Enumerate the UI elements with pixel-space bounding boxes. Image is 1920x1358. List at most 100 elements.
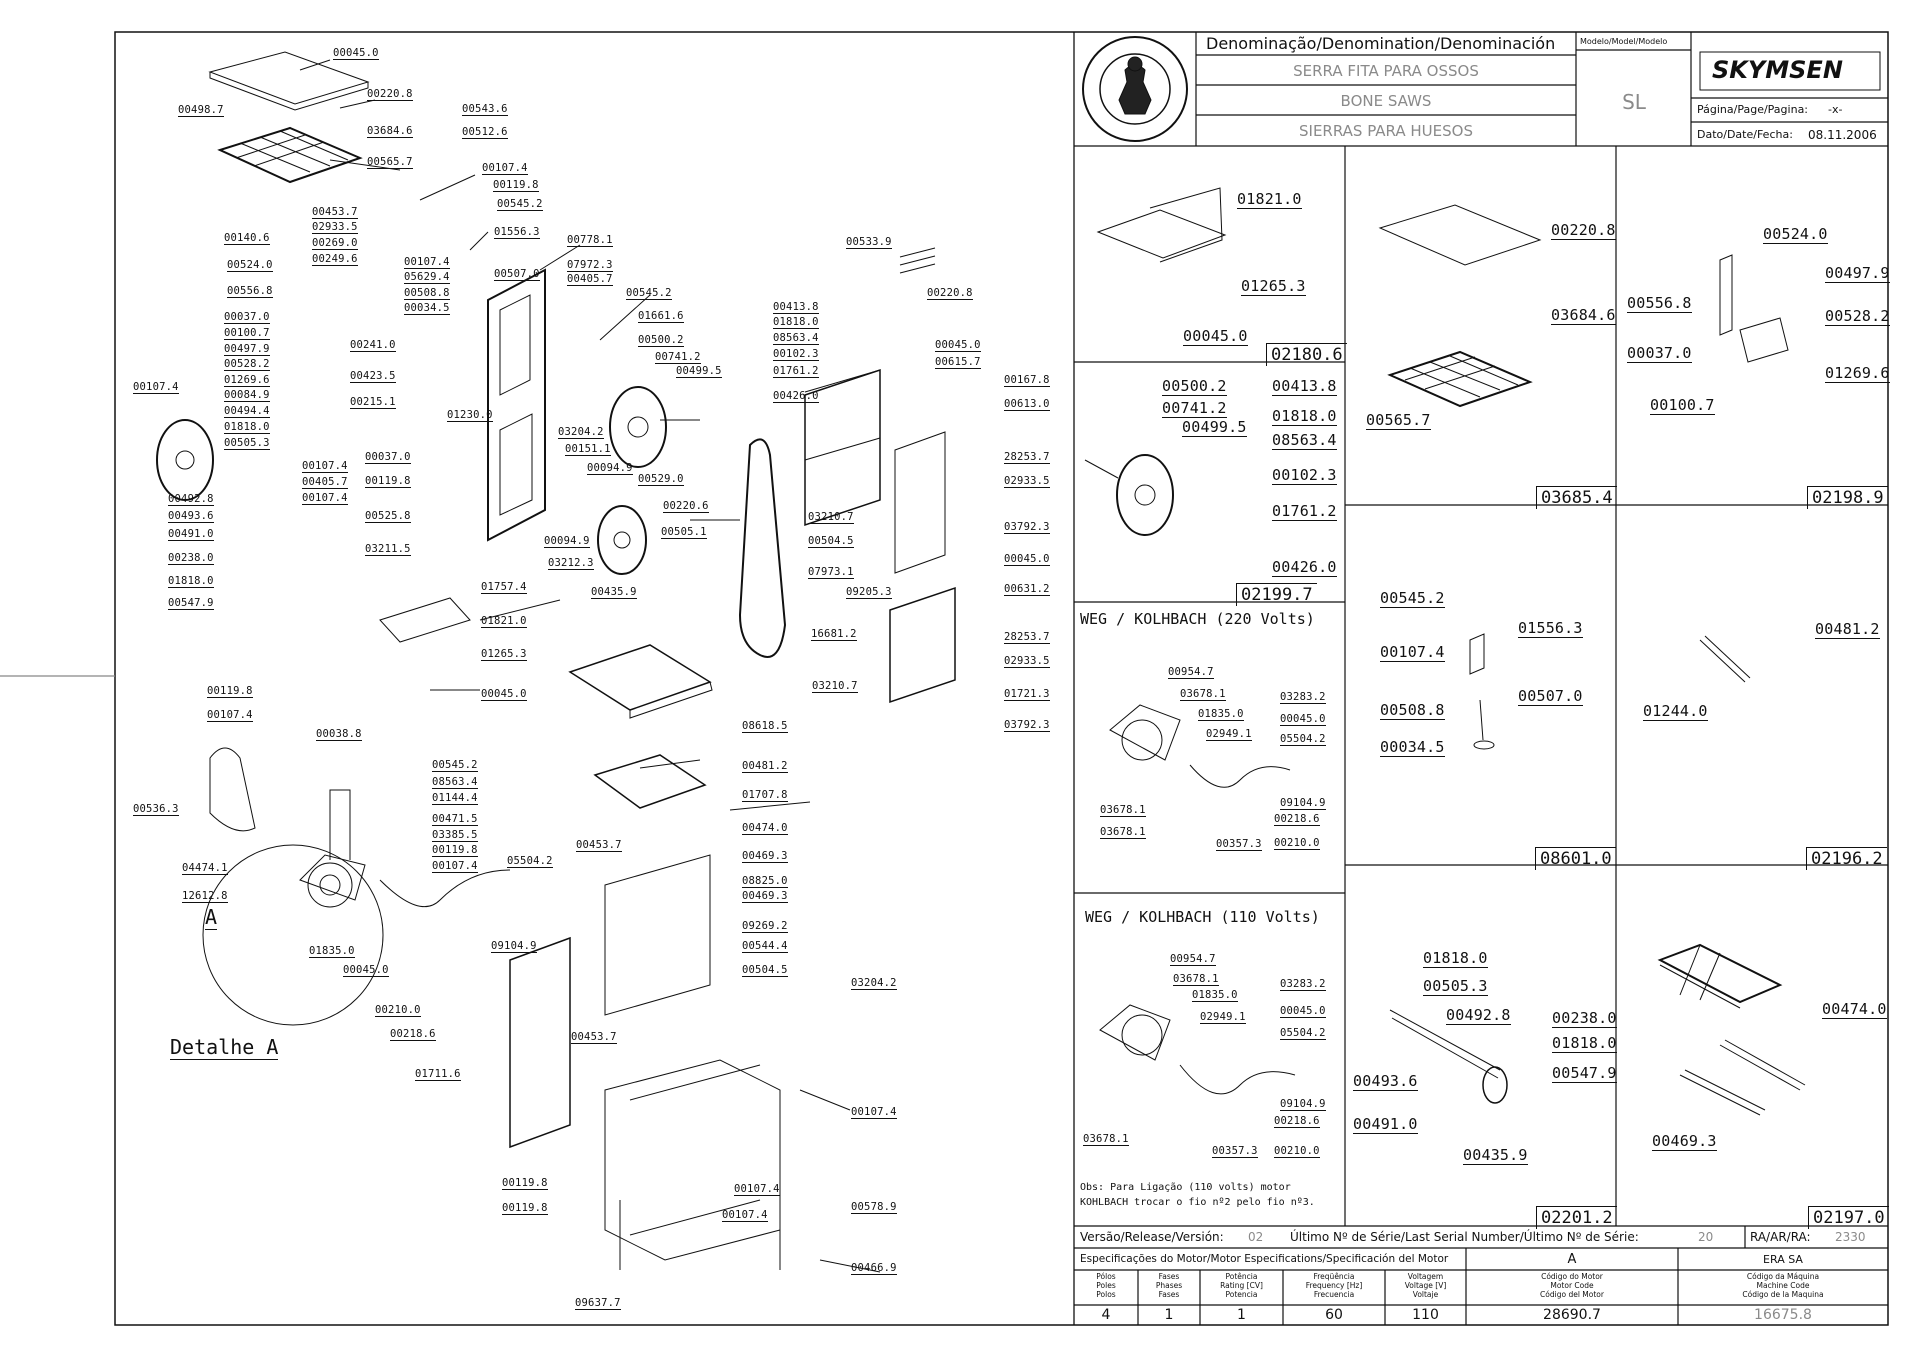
part-label: 00107.4 [133, 381, 179, 394]
part-label: 09104.9 [491, 940, 537, 953]
part-label: 00505.1 [661, 526, 707, 539]
panel-part-label: 01818.0 [1423, 949, 1488, 968]
part-label: 02933.5 [1004, 655, 1050, 668]
panel-part-label: 00524.0 [1763, 225, 1828, 244]
panel-part-label: 01265.3 [1241, 277, 1306, 296]
part-label: 00107.4 [734, 1183, 780, 1196]
part-label: 00037.0 [224, 311, 270, 324]
part-label: 00151.1 [565, 443, 611, 456]
panel-code: 02201.2 [1536, 1206, 1617, 1229]
part-label: 00491.0 [168, 528, 214, 541]
part-label: 00094.9 [544, 535, 590, 548]
part-label: 00481.2 [742, 760, 788, 773]
part-label: 00426.0 [773, 390, 819, 403]
part-label: 01269.6 [224, 374, 270, 387]
spec-column-label: Pólos Poles Polos [1096, 1272, 1116, 1299]
part-label: 00413.8 [773, 301, 819, 314]
part-label: 00578.9 [851, 1201, 897, 1214]
part-label: 00492.8 [168, 493, 214, 506]
part-label: 00533.9 [846, 236, 892, 249]
date-label: Dato/Date/Fecha: [1697, 128, 1793, 141]
part-label: 00119.8 [502, 1177, 548, 1190]
spec-column-value: 28690.7 [1543, 1307, 1601, 1323]
part-label: 01661.6 [638, 310, 684, 323]
panel-part-label: 01818.0 [1552, 1034, 1617, 1053]
part-label: 01144.4 [432, 792, 478, 805]
part-label: 00107.4 [851, 1106, 897, 1119]
part-label: 01230.0 [447, 409, 493, 422]
panel-part-label: 00220.8 [1551, 221, 1616, 240]
part-label: 00107.4 [482, 162, 528, 175]
panel-part-label: 00499.5 [1182, 418, 1247, 437]
part-label: 01721.3 [1004, 688, 1050, 701]
spec-column-label: Fases Phases Fases [1155, 1272, 1183, 1299]
panel-part-label: 09104.9 [1280, 1098, 1326, 1111]
panel-part-label: 00357.3 [1212, 1145, 1258, 1158]
part-label: 00045.0 [1004, 553, 1050, 566]
part-label: 08618.5 [742, 720, 788, 733]
panel-part-label: 00493.6 [1353, 1072, 1418, 1091]
version-value: 02 [1248, 1230, 1264, 1244]
part-label: 00528.2 [224, 358, 270, 371]
part-label: 00405.7 [302, 476, 348, 489]
part-label: 00241.0 [350, 339, 396, 352]
part-label: 00565.7 [367, 156, 413, 169]
revision-value: A [1567, 1252, 1577, 1267]
panel-part-label: 00045.0 [1183, 327, 1248, 346]
part-label: 00220.6 [663, 500, 709, 513]
panel-part-label: 00481.2 [1815, 620, 1880, 639]
panel-part-label: 09104.9 [1280, 797, 1326, 810]
brand-logo: SKYMSEN [1712, 56, 1843, 84]
page-value: -x- [1828, 103, 1843, 116]
panel-part-label: 00500.2 [1162, 377, 1227, 396]
part-label: 01818.0 [773, 316, 819, 329]
part-label: 03204.2 [851, 977, 897, 990]
part-label: 09205.3 [846, 586, 892, 599]
spec-column-value: 1 [1237, 1307, 1246, 1323]
panel-part-label: 01821.0 [1237, 190, 1302, 209]
part-label: 00505.3 [224, 437, 270, 450]
part-label: 00545.2 [626, 287, 672, 300]
panel-code: 03685.4 [1536, 486, 1617, 509]
panel-part-label: 01269.6 [1825, 364, 1890, 383]
part-label: 07972.3 [567, 259, 613, 272]
part-label: 00119.8 [502, 1202, 548, 1215]
part-label: 03210.7 [812, 680, 858, 693]
part-label: 00107.4 [302, 492, 348, 505]
part-label: 01265.3 [481, 648, 527, 661]
part-label: 05504.2 [507, 855, 553, 868]
panel-code: 02196.2 [1806, 847, 1887, 870]
panel-part-label: 00492.8 [1446, 1006, 1511, 1025]
version-label: Versão/Release/Versión: [1080, 1230, 1224, 1244]
panel-part-label: 03283.2 [1280, 978, 1326, 991]
panel-part-label: 00505.3 [1423, 977, 1488, 996]
part-label: 00504.5 [808, 535, 854, 548]
part-label: 00474.0 [742, 822, 788, 835]
spec-column-value: 60 [1325, 1307, 1343, 1323]
part-label: 00504.5 [742, 964, 788, 977]
part-label: 00084.9 [224, 389, 270, 402]
part-label: 01711.6 [415, 1068, 461, 1081]
wiring-note: Obs: Para Ligação (110 volts) motor KOHL… [1080, 1182, 1315, 1208]
panel-part-label: 00210.0 [1274, 837, 1320, 850]
page-label: Página/Page/Pagina: [1697, 103, 1809, 116]
part-label: 04474.1 [182, 862, 228, 875]
part-label: 01707.8 [742, 789, 788, 802]
panel-part-label: 03678.1 [1100, 804, 1146, 817]
product-name-en: BONE SAWS [1340, 92, 1432, 110]
panel-part-label: 00507.0 [1518, 687, 1583, 706]
panel-part-label: 00556.8 [1627, 294, 1692, 313]
part-label: 00524.0 [227, 259, 273, 272]
panel-code: 02199.7 [1236, 583, 1317, 606]
panel-part-label: 03678.1 [1100, 826, 1146, 839]
part-label: 00613.0 [1004, 398, 1050, 411]
panel-part-label: 01761.2 [1272, 502, 1337, 521]
part-label: 00423.5 [350, 370, 396, 383]
part-label: 00107.4 [302, 460, 348, 473]
part-label: 00034.5 [404, 302, 450, 315]
spec-column-label: Código do Motor Motor Code Código del Mo… [1540, 1272, 1604, 1299]
panel-part-label: 05504.2 [1280, 733, 1326, 746]
part-label: 00215.1 [350, 396, 396, 409]
part-label: 00119.8 [493, 179, 539, 192]
